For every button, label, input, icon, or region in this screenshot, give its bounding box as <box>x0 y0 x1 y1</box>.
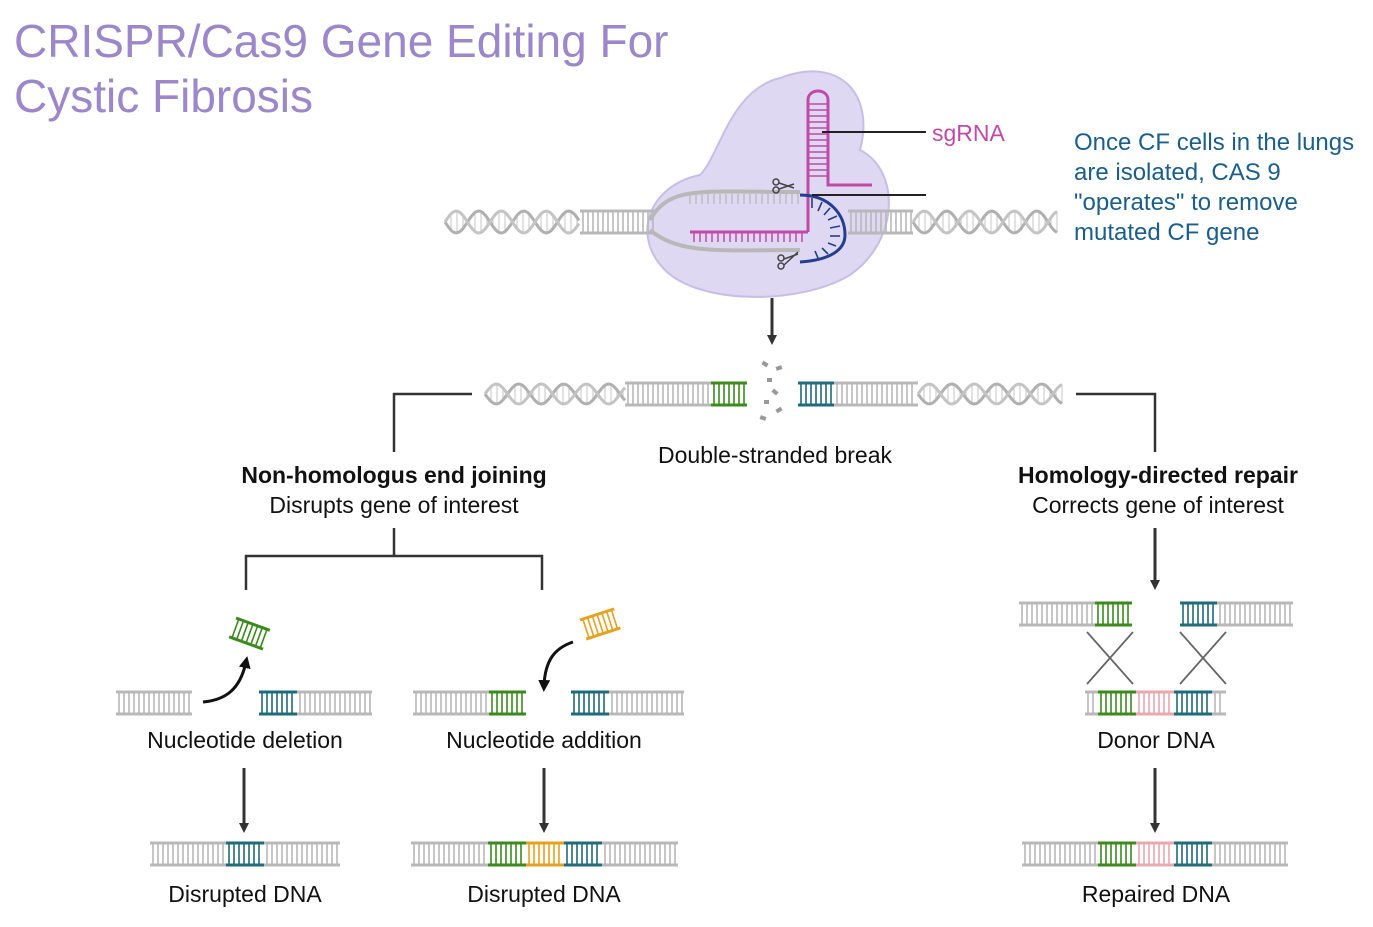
orange-fragment-icon <box>579 607 621 641</box>
title-line-1: CRISPR/Cas9 Gene Editing For <box>14 15 669 67</box>
note-line-1: Once CF cells in the lungs <box>1074 129 1355 156</box>
donor-label: Donor DNA <box>1097 727 1215 753</box>
note-line-3: "operates" to remove <box>1074 189 1298 216</box>
hdr-group <box>1019 601 1293 716</box>
sgrna-icon <box>690 89 872 242</box>
curved-arrow-deletion-icon <box>202 656 251 704</box>
note-line-2: are isolated, CAS 9 <box>1074 159 1281 186</box>
hdr-title: Homology-directed repair <box>1018 462 1298 488</box>
deletion-label: Nucleotide deletion <box>147 727 343 753</box>
dna-helix-top <box>443 209 1058 235</box>
addition-label: Nucleotide addition <box>446 727 642 753</box>
title-line-2: Cystic Fibrosis <box>14 70 314 122</box>
nhej-title: Non-homologus end joining <box>241 462 547 488</box>
green-fragment-icon <box>228 616 271 651</box>
deletion-group <box>116 690 372 716</box>
curved-arrow-addition-icon <box>538 640 574 692</box>
note-line-4: mutated CF gene <box>1074 219 1260 246</box>
connector-nhej-split <box>244 528 544 590</box>
break-label: Double-stranded break <box>658 442 892 468</box>
page-title: CRISPR/Cas9 Gene Editing For Cystic Fibr… <box>14 14 714 124</box>
addition-group <box>413 690 684 716</box>
disrupted-label-1: Disrupted DNA <box>168 881 322 907</box>
dna-break-helix <box>483 381 1063 407</box>
connector-hdr <box>1076 392 1157 452</box>
result-strands <box>150 841 1288 867</box>
break-fragments <box>759 360 783 421</box>
cas9-note: Once CF cells in the lungs are isolated,… <box>1074 128 1373 248</box>
scissors-icon <box>772 178 799 270</box>
disrupted-label-2: Disrupted DNA <box>467 881 621 907</box>
nhej-subtitle: Disrupts gene of interest <box>269 492 519 518</box>
crossover-lines <box>1086 631 1227 685</box>
cas9-complex <box>443 70 1058 298</box>
connector-nhej <box>392 392 472 452</box>
sgrna-label: sgRNA <box>932 120 1005 146</box>
hdr-subtitle: Corrects gene of interest <box>1032 492 1284 518</box>
repaired-label: Repaired DNA <box>1081 881 1231 907</box>
